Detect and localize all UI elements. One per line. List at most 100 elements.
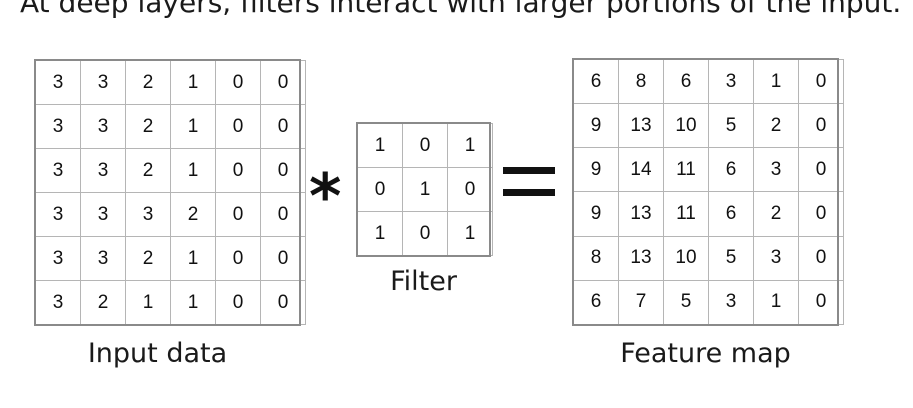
grid-cell: 3	[708, 58, 754, 105]
grid-cell: 0	[798, 191, 844, 237]
grid-cell: 9	[573, 147, 619, 193]
convolution-operator: *	[309, 160, 342, 233]
grid-cell: 9	[573, 191, 619, 237]
grid-cell: 8	[573, 235, 619, 281]
grid-cell: 3	[35, 104, 81, 149]
equals-bar-bottom	[503, 189, 555, 196]
grid-cell: 9	[573, 103, 619, 149]
equals-operator	[503, 167, 555, 199]
grid-cell: 2	[753, 103, 799, 149]
grid-cell: 2	[170, 192, 216, 237]
grid-cell: 3	[35, 236, 81, 281]
grid-cell: 11	[663, 191, 709, 237]
grid-cell: 0	[402, 123, 448, 168]
grid-cell: 1	[447, 211, 493, 256]
grid-cell: 3	[80, 148, 126, 193]
grid-cell: 1	[170, 236, 216, 281]
grid-cell: 1	[402, 167, 448, 212]
grid-cell: 1	[170, 280, 216, 325]
filter-caption: Filter	[390, 266, 457, 297]
grid-cell: 0	[260, 192, 306, 237]
grid-cell: 0	[260, 148, 306, 193]
grid-cell: 10	[663, 235, 709, 281]
grid-cell: 0	[357, 167, 403, 212]
grid-cell: 13	[618, 235, 664, 281]
grid-cell: 2	[125, 60, 171, 105]
grid-cell: 0	[215, 192, 261, 237]
grid-cell: 3	[80, 104, 126, 149]
grid-cell: 11	[663, 147, 709, 193]
grid-cell: 3	[753, 147, 799, 193]
grid-cell: 0	[215, 104, 261, 149]
grid-cell: 0	[215, 280, 261, 325]
input-data-caption: Input data	[87, 338, 228, 369]
grid-cell: 0	[260, 236, 306, 281]
grid-cell: 0	[260, 60, 306, 105]
grid-cell: 8	[618, 58, 664, 105]
grid-cell: 1	[170, 60, 216, 105]
grid-cell: 5	[663, 279, 709, 326]
grid-cell: 6	[708, 191, 754, 237]
grid-cell: 6	[708, 147, 754, 193]
grid-cell: 6	[663, 58, 709, 105]
grid-cell: 0	[798, 279, 844, 326]
grid-cell: 0	[215, 60, 261, 105]
grid-cell: 3	[125, 192, 171, 237]
grid-cell: 2	[753, 191, 799, 237]
grid-cell: 3	[708, 279, 754, 326]
grid-cell: 3	[80, 192, 126, 237]
grid-cell: 6	[573, 279, 619, 326]
grid-cell: 7	[618, 279, 664, 326]
grid-cell: 1	[170, 104, 216, 149]
grid-cell: 0	[215, 236, 261, 281]
grid-cell: 10	[663, 103, 709, 149]
grid-cell: 1	[753, 279, 799, 326]
grid-cell: 1	[447, 123, 493, 168]
page-heading: At deep layers, filters interact with la…	[20, 0, 902, 19]
grid-cell: 3	[35, 280, 81, 325]
grid-cell: 5	[708, 103, 754, 149]
grid-cell: 0	[260, 280, 306, 325]
grid-cell: 1	[125, 280, 171, 325]
feature-map-caption: Feature map	[620, 338, 791, 369]
grid-cell: 1	[357, 123, 403, 168]
grid-cell: 3	[35, 60, 81, 105]
grid-cell: 3	[35, 148, 81, 193]
grid-cell: 0	[447, 167, 493, 212]
grid-cell: 0	[798, 58, 844, 105]
grid-cell: 3	[753, 235, 799, 281]
grid-cell: 0	[798, 103, 844, 149]
grid-cell: 0	[215, 148, 261, 193]
grid-cell: 3	[80, 60, 126, 105]
grid-cell: 13	[618, 191, 664, 237]
grid-cell: 0	[402, 211, 448, 256]
grid-cell: 13	[618, 103, 664, 149]
grid-cell: 1	[357, 211, 403, 256]
grid-cell: 6	[573, 58, 619, 105]
grid-cell: 5	[708, 235, 754, 281]
grid-cell: 2	[125, 104, 171, 149]
grid-cell: 2	[125, 236, 171, 281]
grid-cell: 0	[798, 147, 844, 193]
grid-cell: 3	[80, 236, 126, 281]
grid-cell: 0	[260, 104, 306, 149]
grid-cell: 3	[35, 192, 81, 237]
grid-cell: 14	[618, 147, 664, 193]
grid-cell: 1	[753, 58, 799, 105]
